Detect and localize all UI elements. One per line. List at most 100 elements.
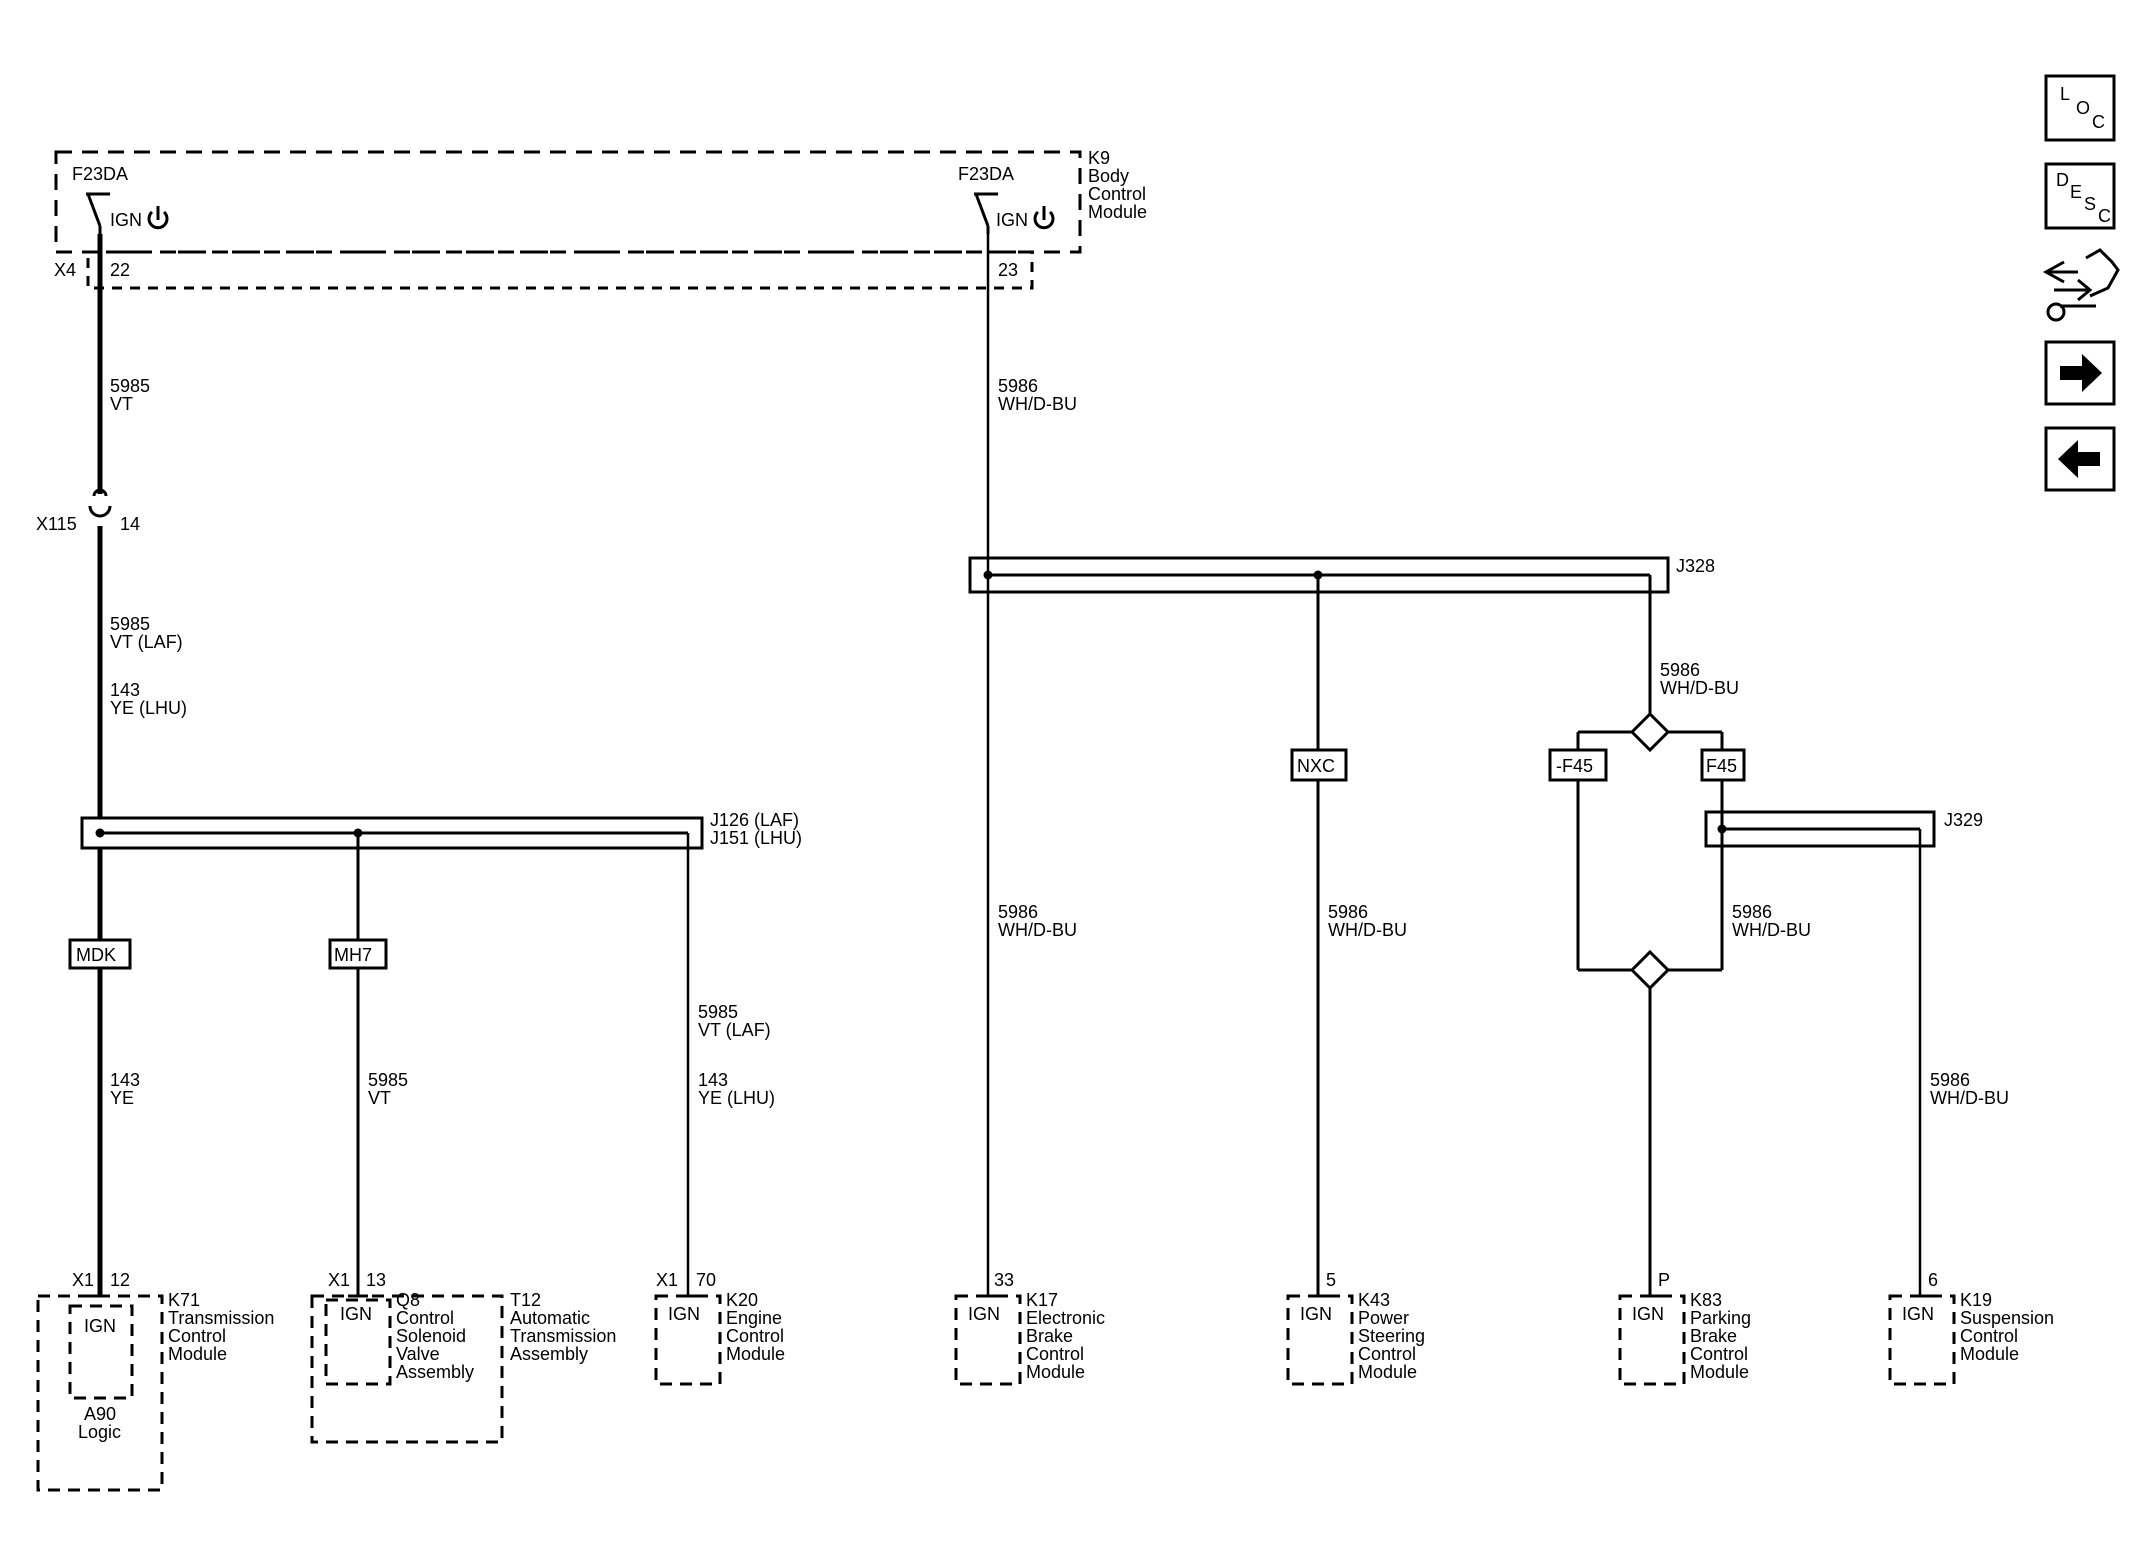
back-button[interactable] [2044,426,2116,492]
bcm-name-3: Module [1088,202,1147,222]
module-input: IGN [340,1304,372,1324]
wire-label: VT (LAF) [110,632,183,652]
wire-label: VT [368,1088,391,1108]
wire-label: 5986 [998,376,1038,396]
module-name: Engine [726,1308,782,1328]
wire-label: 5985 [110,614,150,634]
module-name: Suspension [1960,1308,2054,1328]
module-pin: 12 [110,1270,130,1290]
option-mdk: MDK [76,945,116,965]
wire-label: VT (LAF) [698,1020,771,1040]
module-name: Module [1358,1362,1417,1382]
wire-label: 143 [698,1070,728,1090]
arrow-right-icon[interactable] [2060,354,2102,392]
submodule-ref: Q8 [396,1290,420,1310]
module-name: Control [1358,1344,1416,1364]
loc-button[interactable] [2044,74,2116,142]
option-box-mh7 [328,938,388,970]
arrow-left-icon[interactable] [2058,440,2100,478]
bcm-ref: K9 [1088,148,1110,168]
option-box-nf45 [1548,748,1608,782]
bcm-fuse-right: F23DA [958,164,1014,184]
wire-label: YE (LHU) [110,698,187,718]
module-name: Automatic [510,1308,590,1328]
bcm-ign-right: IGN [996,210,1028,230]
submodule-name: Valve [396,1344,440,1364]
wire-label: 5986 [1328,902,1368,922]
submodule-name: Assembly [396,1362,474,1382]
submodule-name: Solenoid [396,1326,466,1346]
wire-label: 5986 [1732,902,1772,922]
wire-label: YE [110,1088,134,1108]
module-name: Parking [1690,1308,1751,1328]
module-input: IGN [968,1304,1000,1324]
bcm-name-1: Body [1088,166,1129,186]
wire-label: VT [110,394,133,414]
module-ref: K83 [1690,1290,1722,1310]
module-name: Electronic [1026,1308,1105,1328]
wire-label: 5986 [998,902,1038,922]
option-mh7: MH7 [334,945,372,965]
module-input: IGN [84,1316,116,1336]
loc-letter: L [2060,84,2070,104]
module-ref: K43 [1358,1290,1390,1310]
module-name: Control [1026,1344,1084,1364]
option-box-nxc [1290,748,1348,782]
inline-pin-label: 14 [120,514,140,534]
desc-letter: D [2056,170,2069,190]
module-pin: 6 [1928,1270,1938,1290]
splice-dot [1717,824,1727,834]
desc-button[interactable] [2044,162,2116,230]
bcm-module-box [54,150,1082,290]
connector-wrench-icon[interactable] [2042,248,2120,322]
wire-j328-right [1576,575,1724,753]
desc-letter: C [2098,206,2111,226]
module-name: Control [168,1326,226,1346]
submodule-name: Logic [78,1422,121,1442]
module-input: IGN [1902,1304,1934,1324]
module-name: Transmission [168,1308,274,1328]
splice-j329 [1704,810,1936,1296]
module-pin: 70 [696,1270,716,1290]
module-ref: K19 [1960,1290,1992,1310]
wire-label: WH/D-BU [1660,678,1739,698]
option-nxc: NXC [1297,756,1335,776]
power-icon [147,206,169,230]
fuse-right-symbol [974,192,998,234]
module-name: Brake [1026,1326,1073,1346]
module-name: Power [1358,1308,1409,1328]
module-input: IGN [668,1304,700,1324]
module-box-t12 [310,1294,504,1444]
module-name: Control [726,1326,784,1346]
bcm-name-2: Control [1088,184,1146,204]
splice-label-j151: J151 (LHU) [710,828,802,848]
wire-label: WH/D-BU [1930,1088,2009,1108]
module-name: Control [1960,1326,2018,1346]
module-ref: K17 [1026,1290,1058,1310]
splice-dot [95,828,105,838]
submodule-name: Control [396,1308,454,1328]
bcm-connector: X4 [54,260,76,280]
module-connector: X1 [72,1270,94,1290]
forward-button[interactable] [2044,340,2116,406]
desc-letter: S [2084,194,2096,214]
wire-label: WH/D-BU [998,920,1077,940]
option-nf45: -F45 [1556,756,1593,776]
module-input: IGN [1300,1304,1332,1324]
wire-f45-loop [1576,780,1724,1296]
wire-label: 5985 [698,1002,738,1022]
wire-label: WH/D-BU [1732,920,1811,940]
module-pin: 33 [994,1270,1014,1290]
wire-label: WH/D-BU [1328,920,1407,940]
module-pin: 5 [1326,1270,1336,1290]
option-box-mdk [68,938,132,970]
desc-letter: E [2070,182,2082,202]
module-input: IGN [1632,1304,1664,1324]
module-ref: K71 [168,1290,200,1310]
bcm-fuse-left: F23DA [72,164,128,184]
loc-letter: C [2092,112,2105,132]
wire-label: 5986 [1660,660,1700,680]
splice-label-j329: J329 [1944,810,1983,830]
module-name: Brake [1690,1326,1737,1346]
